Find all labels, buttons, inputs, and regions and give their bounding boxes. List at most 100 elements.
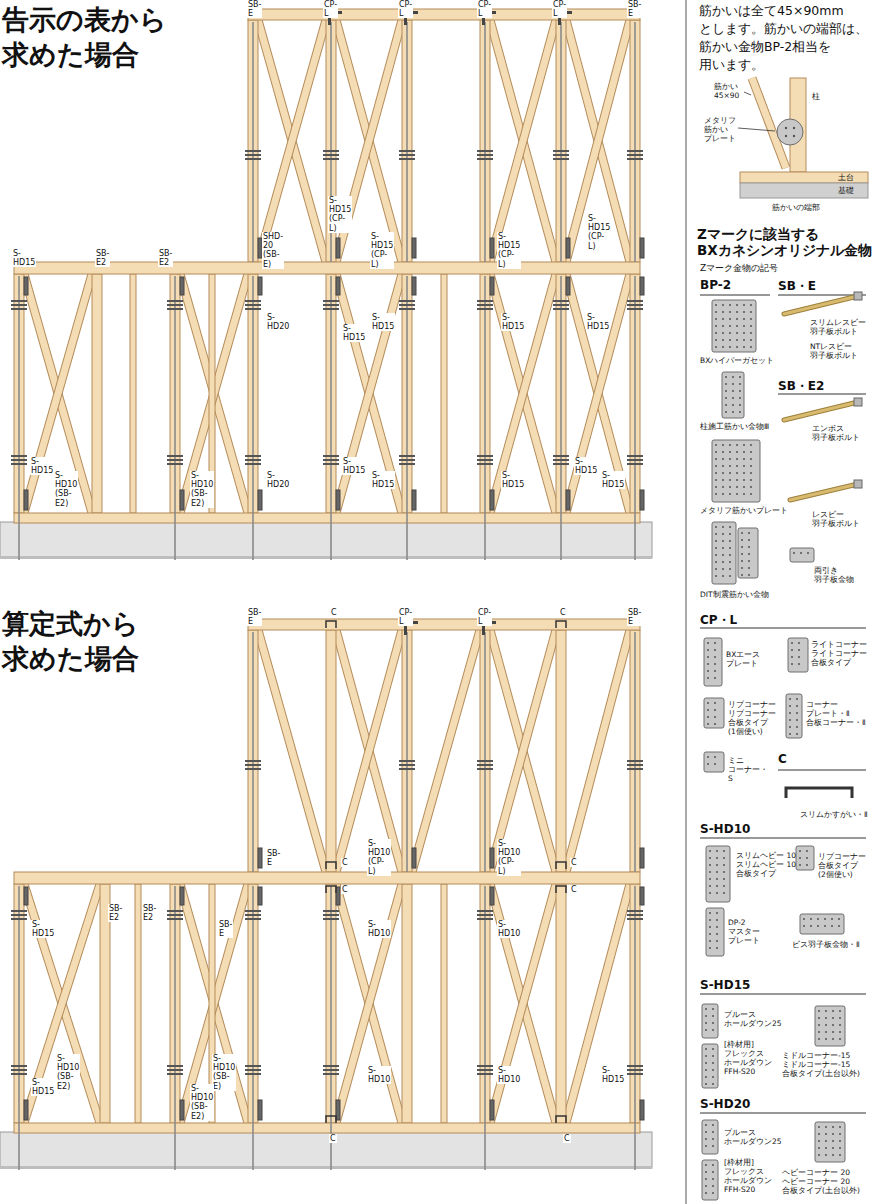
bolt-ring — [245, 304, 261, 306]
nut — [854, 480, 862, 488]
hardware-callout: S-HD15 — [342, 457, 366, 475]
heading-rule — [700, 295, 770, 296]
bolt-ring — [627, 304, 643, 306]
brace-outline — [566, 274, 630, 513]
plate-hole — [736, 339, 738, 341]
part-name: リブコーナー 合板タイプ (2個使い) — [818, 852, 868, 879]
plate-hole — [807, 552, 809, 554]
hardware-icon — [706, 908, 724, 956]
part-name: ミニ コーナー・S — [728, 756, 768, 783]
hold-down — [258, 490, 262, 510]
bolt-ring — [167, 463, 183, 465]
part-name: リブコーナー リブコーナー 合板タイプ (1個使い) — [728, 700, 782, 736]
bolt-ring — [477, 914, 493, 916]
metal-plate — [712, 440, 760, 502]
tie-rod — [252, 22, 254, 262]
plate-hole — [750, 304, 752, 306]
foundation — [0, 522, 652, 558]
plate-hole — [729, 547, 731, 549]
staple — [326, 1116, 336, 1123]
plate-hole — [712, 1145, 714, 1147]
brace-outline — [412, 630, 480, 872]
brace — [490, 20, 556, 262]
plate-hole — [736, 493, 738, 495]
bolt-icon — [790, 480, 862, 500]
anchor-rod — [484, 276, 486, 560]
plate-hole — [707, 663, 709, 665]
plate-hole — [796, 698, 798, 700]
foundation-edge — [0, 556, 652, 559]
bolt-ring — [245, 1065, 261, 1067]
hardware-callout: SB-E — [627, 608, 642, 626]
hold-down — [566, 490, 570, 510]
brace — [412, 630, 480, 872]
brace — [180, 884, 248, 1123]
part-name: メタリフ筋かいプレート — [700, 506, 788, 515]
plate-hole — [707, 716, 709, 718]
bolt-ring — [399, 304, 415, 306]
hold-down — [412, 848, 416, 868]
plate-hole — [722, 444, 724, 446]
plate-hole — [798, 663, 800, 665]
timber-member — [135, 884, 141, 1123]
plate-hole — [729, 472, 731, 474]
brace — [336, 884, 402, 1123]
hardware-icon — [815, 1122, 845, 1162]
part-name: メタリフ 筋かい プレート — [704, 116, 736, 143]
bolt-ring — [323, 300, 339, 302]
metal-plate — [790, 548, 814, 562]
timber-member — [740, 172, 868, 183]
anchor-rod — [634, 276, 636, 560]
staple — [326, 621, 336, 628]
plate-hole — [709, 871, 711, 873]
hold-down — [24, 887, 28, 905]
plate-hole — [722, 533, 724, 535]
tie-rod — [484, 632, 486, 872]
bolt-ring — [245, 463, 261, 465]
plate-hole — [712, 1124, 714, 1126]
plate-hole — [705, 1164, 707, 1166]
metal-plate — [815, 1122, 845, 1162]
plate-hole — [729, 526, 731, 528]
bolt-ring — [553, 463, 569, 465]
hardware-callout: CP-L — [398, 608, 413, 626]
brace-outline — [490, 274, 556, 513]
section-heading: 算定式から 求めた場合 — [2, 606, 177, 676]
brace-outline — [180, 884, 248, 1123]
plate-hole — [715, 486, 717, 488]
plate-hole — [716, 926, 718, 928]
bolt-ring — [627, 300, 643, 302]
tie-rod — [406, 632, 408, 872]
plate-hole — [725, 411, 727, 413]
brace-plate — [777, 119, 803, 145]
bolt-ring — [477, 768, 493, 770]
plate-hole — [707, 702, 709, 704]
plate-hole — [789, 726, 791, 728]
plate-hole — [832, 1017, 834, 1019]
plate-hole — [732, 383, 734, 385]
plate-hole — [832, 1031, 834, 1033]
plate-hole — [709, 926, 711, 928]
plate-hole — [839, 1126, 841, 1128]
bolt-ring — [323, 463, 339, 465]
bolt-ring — [245, 768, 261, 770]
leader-line — [738, 128, 775, 131]
plate-hole — [714, 677, 716, 679]
bolt — [784, 296, 858, 314]
plate-hole — [715, 479, 717, 481]
plate-hole — [796, 712, 798, 714]
heading-rule — [778, 394, 866, 395]
plate-hole — [725, 390, 727, 392]
heading-rule — [700, 1113, 866, 1114]
plate-hole — [712, 1069, 714, 1071]
plate-hole — [824, 918, 826, 920]
plate-hole — [832, 1147, 834, 1149]
bolt-ring — [323, 914, 339, 916]
timber-member — [248, 619, 640, 630]
plate-hole — [741, 567, 743, 569]
brace — [566, 20, 630, 262]
brace — [490, 274, 556, 513]
plate-hole — [743, 472, 745, 474]
brace — [566, 884, 630, 1123]
